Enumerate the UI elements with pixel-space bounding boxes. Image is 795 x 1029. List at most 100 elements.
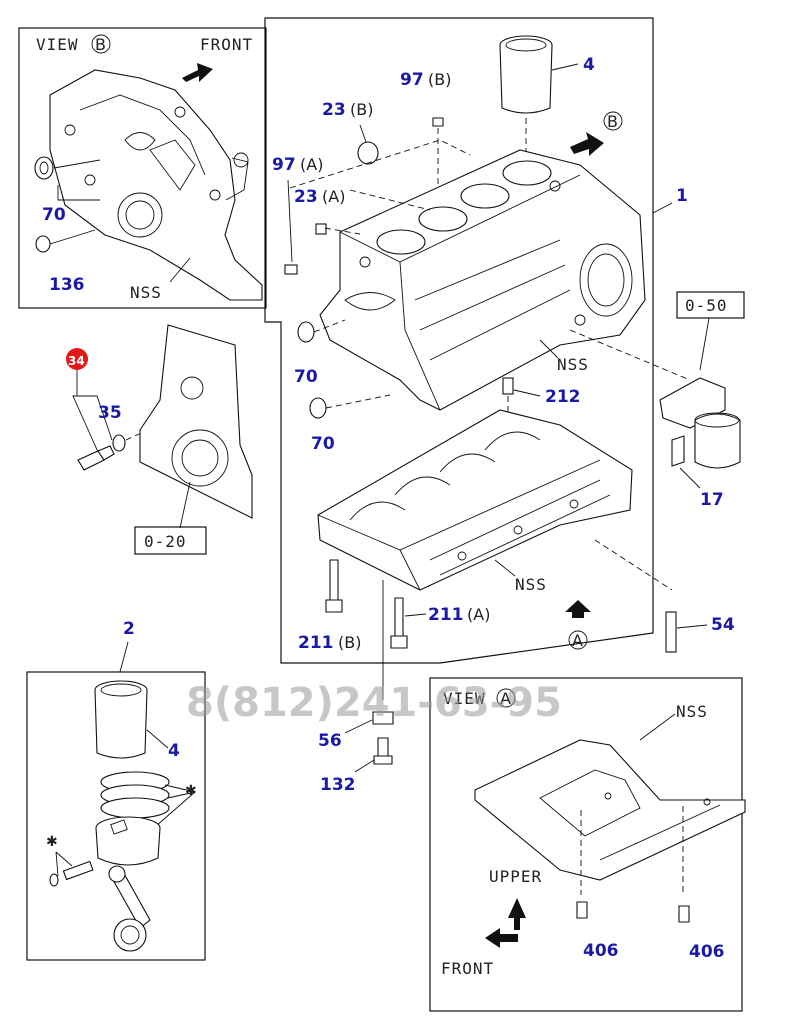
part-label-35: 35 xyxy=(98,403,122,423)
part-label-97b: 97 xyxy=(400,70,424,90)
ref-a-letter: A xyxy=(572,631,583,650)
part-label-406-right: 406 xyxy=(689,942,725,962)
crankcase-bottom-edge xyxy=(599,804,721,861)
bolt-hole xyxy=(359,256,371,268)
view-a-nss-label: NSS xyxy=(676,702,708,721)
liner-body xyxy=(499,44,553,114)
leader-line xyxy=(699,317,710,371)
crankcase-lower xyxy=(317,409,633,591)
plug-406-left xyxy=(576,901,588,919)
nss-label-lower: NSS xyxy=(515,575,547,594)
stud-54-part xyxy=(665,611,677,653)
view-a-letter: A xyxy=(500,689,511,708)
leader-line xyxy=(639,713,676,741)
leader-line xyxy=(49,229,96,245)
part-label-23a: 23 xyxy=(294,187,318,207)
leader-line xyxy=(169,257,191,283)
drain-hole xyxy=(604,792,612,800)
view-b-frame xyxy=(18,27,267,309)
end-plate-bore-inner xyxy=(181,439,219,477)
gear-case-rib xyxy=(79,94,206,176)
part-label-211b-variant: (B) xyxy=(338,633,361,652)
part-label-34: 34 xyxy=(68,354,85,368)
view-b-letter-circle xyxy=(91,34,111,54)
leader-line xyxy=(72,370,113,453)
bolt-211b-head xyxy=(325,599,343,613)
leader-line xyxy=(359,124,367,143)
bolt-hole xyxy=(549,180,561,192)
cylinder-bore-1 xyxy=(376,229,426,255)
view-b-letter: B xyxy=(95,35,106,54)
part-label-211b: 211 xyxy=(298,633,334,653)
bolt-hole xyxy=(209,189,221,201)
part-label-piston-4: 4 xyxy=(168,741,180,761)
plug-406-right xyxy=(678,905,690,923)
crankcase-bottom-pocket xyxy=(539,769,641,837)
leader-line xyxy=(57,185,100,201)
bolt-hole xyxy=(174,106,186,118)
view-b-direction-arrow-icon xyxy=(570,132,604,156)
connecting-rod-small-end xyxy=(108,865,126,883)
leader-line xyxy=(146,729,169,749)
upper-block-front-edge xyxy=(399,261,441,411)
part-label-406-left: 406 xyxy=(583,941,619,961)
gear-case-pocket xyxy=(149,139,196,191)
leader-line xyxy=(287,179,293,263)
leader-line xyxy=(679,467,701,489)
crankcase-bottom-face xyxy=(474,739,746,881)
part-label-23b-variant: (B) xyxy=(350,100,373,119)
assembly-line xyxy=(313,319,346,333)
gear-case-tab xyxy=(225,157,249,201)
leader-line xyxy=(551,63,579,71)
end-plate-hole xyxy=(180,376,204,400)
bolt-hole xyxy=(64,124,76,136)
lower-block-ribs xyxy=(429,479,611,576)
gasket-35-part xyxy=(112,434,126,452)
view-b-front-label: FRONT xyxy=(200,35,253,54)
piston-inset-frame xyxy=(26,671,206,961)
part-badge-34 xyxy=(66,348,88,370)
part-label-97a-variant: (A) xyxy=(300,155,323,174)
end-plate-bore xyxy=(171,429,229,487)
upper-block-ribs xyxy=(414,239,571,361)
piston-pin xyxy=(62,860,94,881)
view-a-frame xyxy=(429,677,743,1012)
leader-line xyxy=(539,339,559,359)
view-b-nss-label: NSS xyxy=(130,283,162,302)
part-label-23b: 23 xyxy=(322,100,346,120)
leader-line xyxy=(55,851,73,877)
leader-line xyxy=(119,641,129,673)
gear-case-plug xyxy=(233,152,249,168)
seal-70-lower-part xyxy=(309,397,327,419)
drain-plug-34-thread xyxy=(97,445,115,461)
connecting-rod-big-end xyxy=(113,918,147,952)
gear-case-bore xyxy=(117,192,163,238)
drain-hole xyxy=(703,798,711,806)
main-block-frame xyxy=(264,17,654,664)
assembly-line xyxy=(325,394,391,409)
plug-23b-part xyxy=(357,141,379,165)
oil-filter-top xyxy=(694,412,740,428)
bolt-hole xyxy=(84,174,96,186)
part-label-70-lower: 70 xyxy=(311,434,335,454)
piston-skirt xyxy=(95,827,161,866)
part-label-212: 212 xyxy=(545,387,581,407)
ref-a-circle xyxy=(568,630,588,650)
bolt-211a xyxy=(390,597,408,649)
assembly-line xyxy=(594,539,673,591)
cylinder-liner-4: 4 xyxy=(499,35,595,160)
gear-case-outline xyxy=(49,69,263,301)
front-arrow-icon xyxy=(485,928,518,948)
leader-line xyxy=(513,389,541,397)
piston-pin-clip xyxy=(49,873,59,887)
oil-seal-70-part xyxy=(34,156,54,180)
part-label-211a-variant: (A) xyxy=(467,605,490,624)
part-label-97a: 97 xyxy=(272,155,296,175)
kit-star-icon: ✱ xyxy=(46,834,58,850)
upper-block-outline xyxy=(319,149,646,411)
ref-b-letter: B xyxy=(607,112,618,131)
part-label-2: 2 xyxy=(123,619,135,639)
bolt-hole xyxy=(574,314,586,326)
view-a-front-label: FRONT xyxy=(441,959,494,978)
